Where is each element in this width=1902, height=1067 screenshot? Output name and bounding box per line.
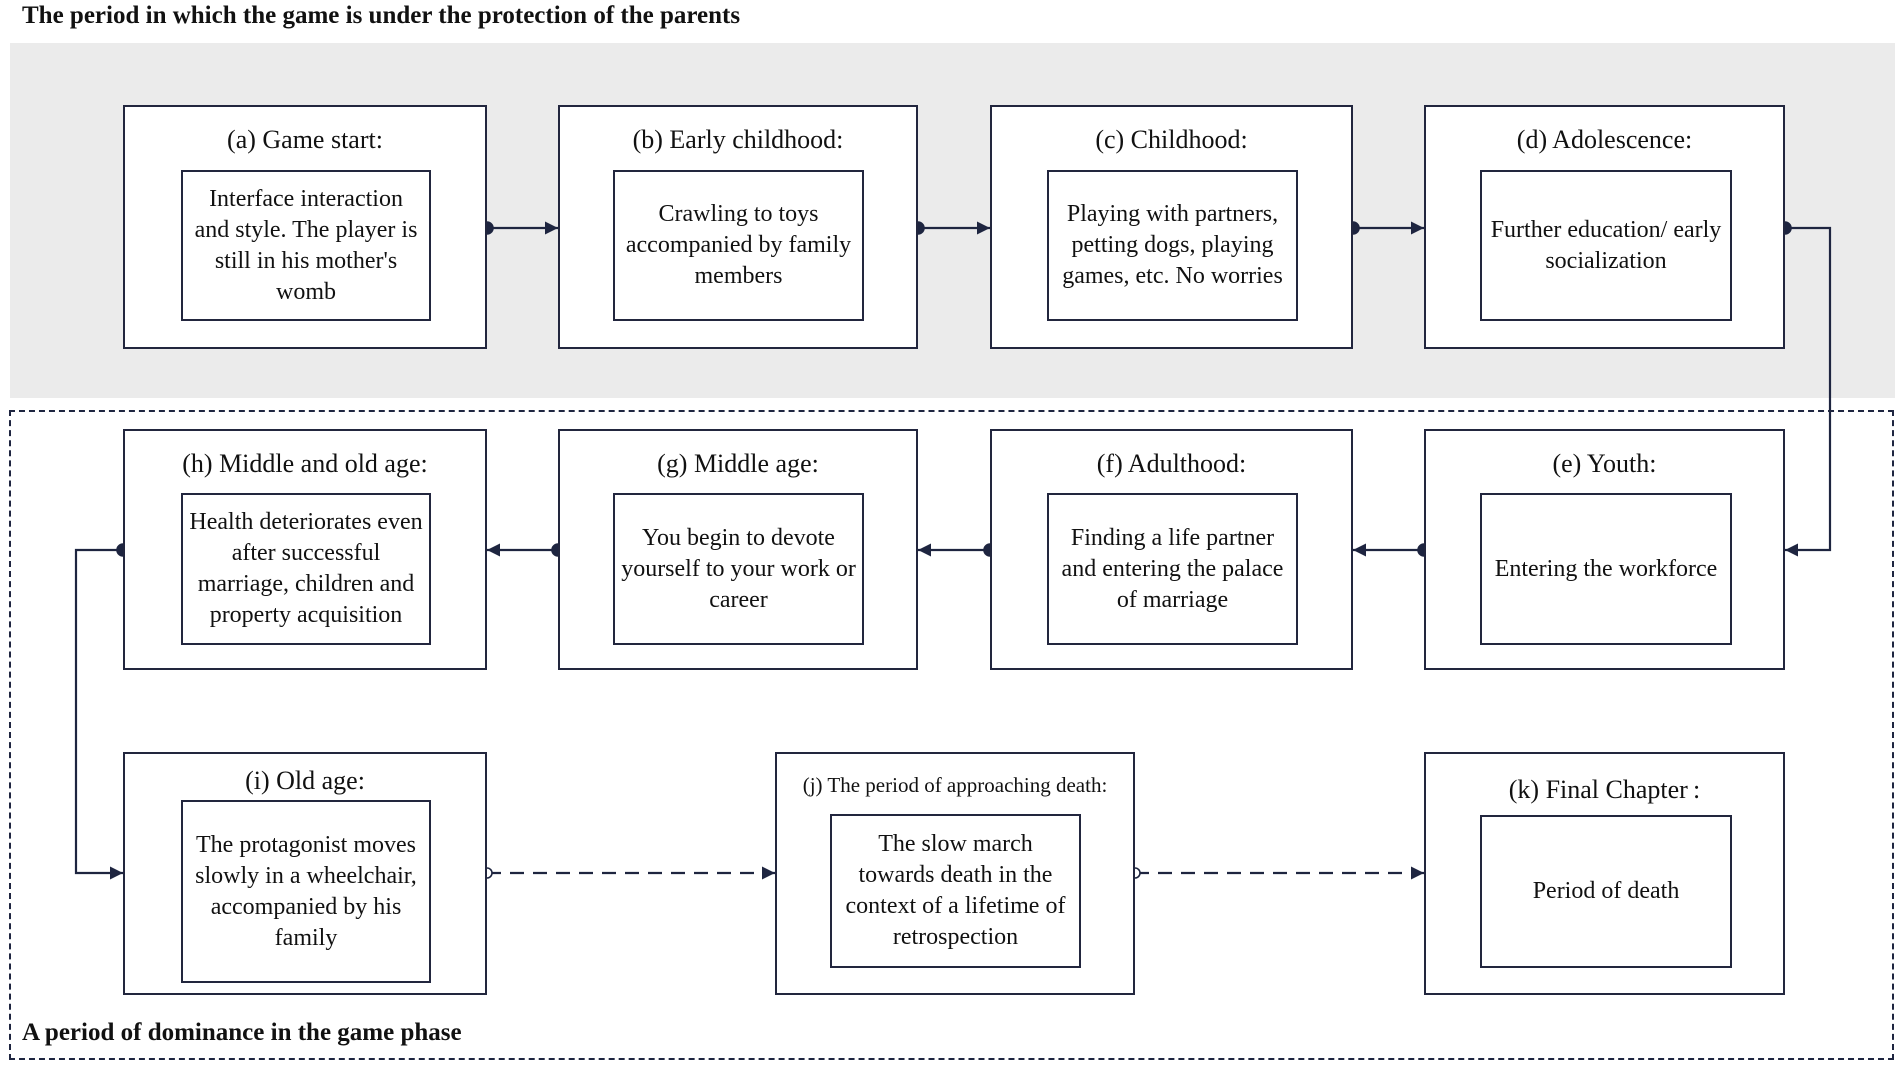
stage-description: You begin to devote yourself to your wor… (613, 493, 864, 645)
connector-h-to-i (74, 548, 123, 880)
stage-h-middle-and-old-age: (h) Middle and old age: Health deteriora… (123, 429, 487, 670)
stage-label: (i) Old age: (245, 766, 365, 795)
stage-description-text: Health deteriorates even after successfu… (189, 509, 423, 628)
stage-c-childhood: (c) Childhood: Playing with partners, pe… (990, 105, 1353, 349)
stage-description-text: Crawling to toys accompanied by family m… (625, 201, 852, 289)
stage-description: Crawling to toys accompanied by family m… (613, 170, 864, 321)
stage-i-old-age: (i) Old age: The protagonist moves slowl… (123, 752, 487, 995)
stage-d-adolescence: (d) Adolescence: Further education/ earl… (1424, 105, 1785, 349)
stage-e-youth: (e) Youth: Entering the workforce (1424, 429, 1785, 670)
stage-description-text: Playing with partners, petting dogs, pla… (1062, 201, 1283, 289)
connector-d-to-e (1785, 226, 1832, 557)
stage-label: (g) Middle age: (657, 449, 819, 478)
stage-label: (b) Early childhood: (632, 125, 844, 154)
stage-description-text: Finding a life partner and entering the … (1061, 524, 1284, 613)
stage-description: Health deteriorates even after successfu… (181, 493, 431, 645)
stage-description: The slow march towards death in the cont… (830, 814, 1081, 968)
stage-label: (c) Childhood: (1095, 125, 1248, 154)
dominance-period-title: A period of dominance in the game phase (22, 1019, 462, 1046)
stage-description-text: Interface interaction and style. The pla… (194, 185, 418, 305)
stage-label: (e) Youth: (1552, 449, 1657, 478)
stage-description: Entering the workforce (1480, 493, 1732, 645)
parental-protection-period-title: The period in which the game is under th… (22, 2, 741, 29)
stage-a-game-start: (a) Game start: Interface interaction an… (123, 105, 487, 349)
stage-f-adulthood: (f) Adulthood: Finding a life partner an… (990, 429, 1353, 670)
stage-description-text: The slow march towards death in the cont… (845, 831, 1066, 950)
dominance-region (9, 410, 1894, 1060)
stage-description: Interface interaction and style. The pla… (181, 170, 431, 321)
stage-description-text: The protagonist moves slowly in a wheelc… (195, 831, 417, 951)
stage-description: The protagonist moves slowly in a wheelc… (181, 800, 431, 983)
stage-label: (h) Middle and old age: (182, 449, 428, 478)
stage-description-text: Further education/ early socialization (1490, 216, 1722, 274)
stage-label: (f) Adulthood: (1096, 449, 1247, 478)
stage-description: Further education/ early socialization (1480, 170, 1732, 321)
stage-g-middle-age: (g) Middle age: You begin to devote your… (558, 429, 918, 670)
stage-description-text: You begin to devote yourself to your wor… (621, 524, 856, 613)
stage-label: (k) Final Chapter : (1508, 775, 1701, 804)
stage-k-final-chapter: (k) Final Chapter : Period of death (1424, 752, 1785, 995)
stage-j-approaching-death: (j) The period of approaching death: The… (775, 752, 1135, 995)
stage-label: (a) Game start: (227, 125, 383, 154)
stage-description-text: Entering the workforce (1494, 555, 1718, 582)
stage-description: Finding a life partner and entering the … (1047, 493, 1298, 645)
stage-b-early-childhood: (b) Early childhood: Crawling to toys ac… (558, 105, 918, 349)
stage-label: (d) Adolescence: (1516, 125, 1693, 154)
stage-description: Playing with partners, petting dogs, pla… (1047, 170, 1298, 321)
stage-description: Period of death (1480, 815, 1732, 968)
stage-description-text: Period of death (1532, 878, 1680, 904)
stage-label: (j) The period of approaching death: (802, 773, 1108, 797)
